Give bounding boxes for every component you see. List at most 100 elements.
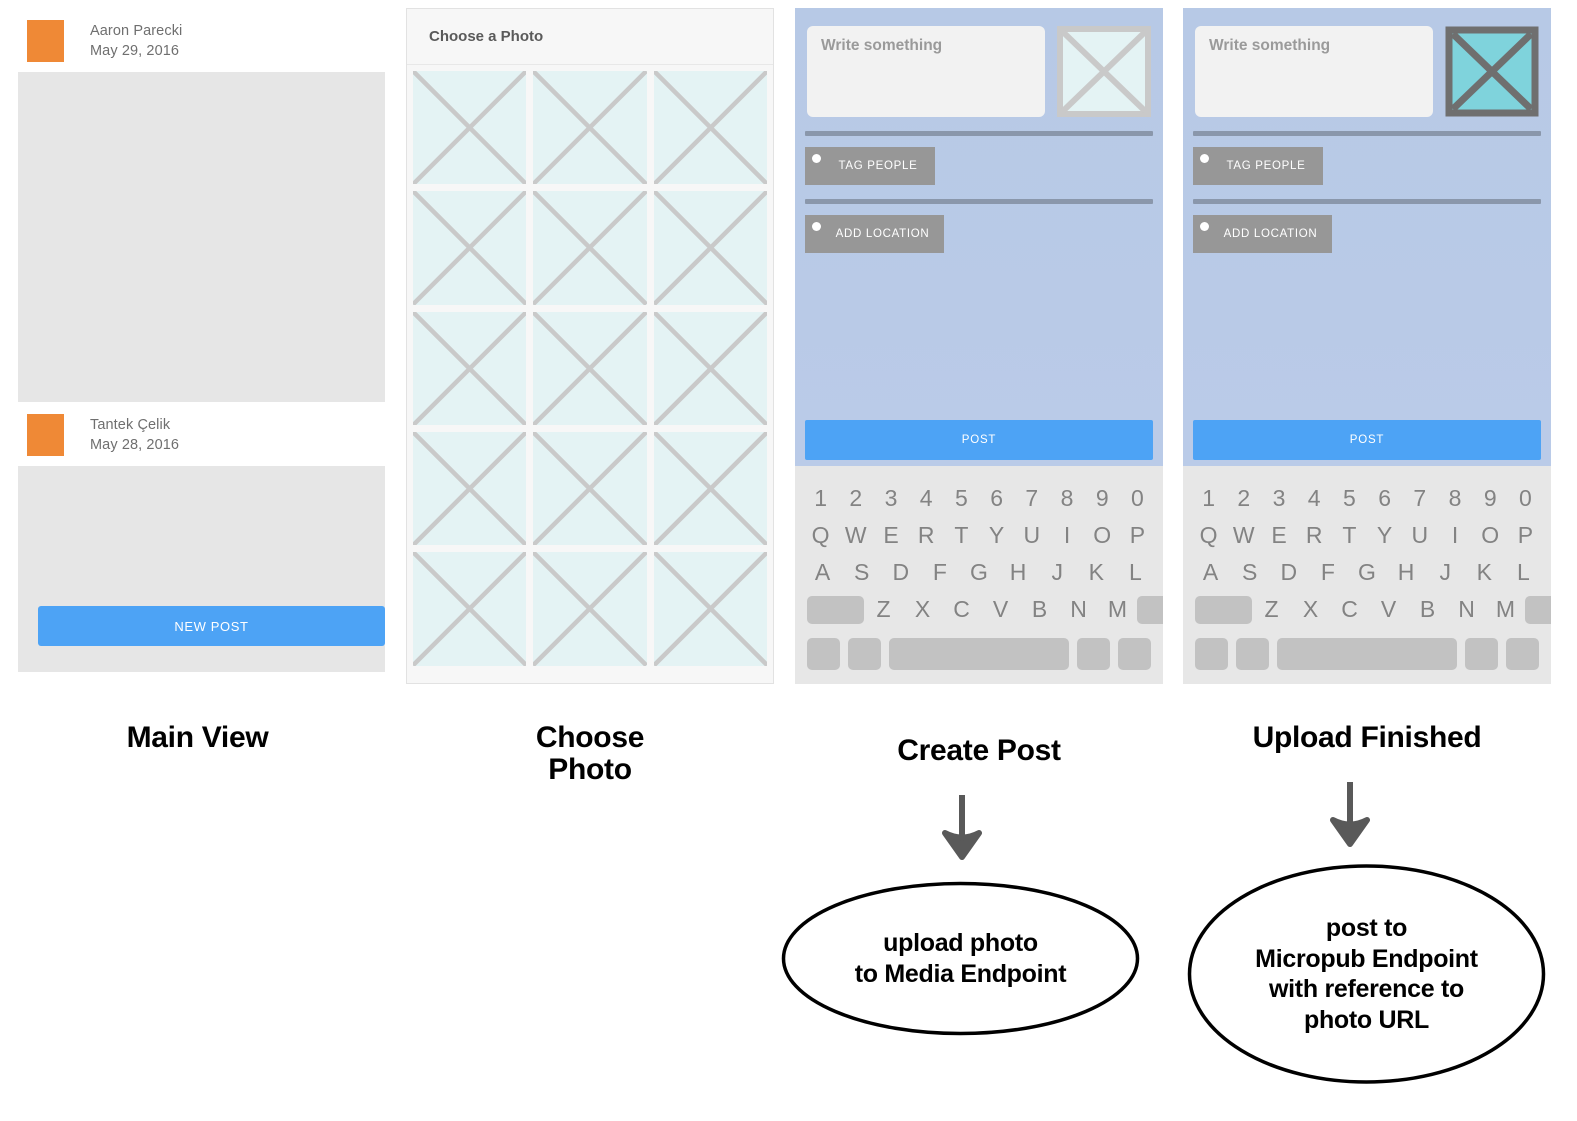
keyboard-key-Q[interactable]: Q bbox=[1199, 522, 1218, 548]
post-button[interactable]: POST bbox=[1193, 420, 1541, 460]
keyboard-key-S[interactable]: S bbox=[853, 559, 870, 585]
photo-grid-cell[interactable] bbox=[653, 71, 767, 185]
period-key[interactable] bbox=[1077, 638, 1110, 670]
add-location-button[interactable]: ADD LOCATION bbox=[1193, 215, 1332, 253]
keyboard-key-P[interactable]: P bbox=[1517, 522, 1534, 548]
return-key[interactable] bbox=[1506, 638, 1539, 670]
photo-grid-cell[interactable] bbox=[653, 552, 767, 666]
keyboard-key-X[interactable]: X bbox=[1302, 596, 1319, 622]
keyboard-key-V[interactable]: V bbox=[992, 596, 1009, 622]
new-post-button[interactable]: NEW POST bbox=[38, 606, 385, 646]
add-location-button[interactable]: ADD LOCATION bbox=[805, 215, 944, 253]
keyboard-key-M[interactable]: M bbox=[1107, 596, 1128, 622]
post-button[interactable]: POST bbox=[805, 420, 1153, 460]
keyboard-key-C[interactable]: C bbox=[1341, 596, 1358, 622]
keyboard-key-5[interactable]: 5 bbox=[1343, 485, 1356, 511]
post-photo-placeholder[interactable] bbox=[18, 72, 385, 402]
return-key[interactable] bbox=[1118, 638, 1151, 670]
keyboard-key-Y[interactable]: Y bbox=[1376, 522, 1393, 548]
keyboard-key-7[interactable]: 7 bbox=[1413, 485, 1427, 511]
keyboard-key-4[interactable]: 4 bbox=[1307, 485, 1321, 511]
keyboard-key-W[interactable]: W bbox=[844, 522, 867, 548]
keyboard-key-R[interactable]: R bbox=[917, 522, 935, 548]
keyboard-key-B[interactable]: B bbox=[1419, 596, 1436, 622]
photo-grid-cell[interactable] bbox=[533, 552, 647, 666]
keyboard-key-3[interactable]: 3 bbox=[1272, 485, 1286, 511]
keyboard-key-0[interactable]: 0 bbox=[1519, 485, 1532, 511]
keyboard-key-F[interactable]: F bbox=[1320, 559, 1335, 585]
keyboard-key-N[interactable]: N bbox=[1458, 596, 1475, 622]
shift-key[interactable] bbox=[807, 595, 864, 624]
keyboard-key-7[interactable]: 7 bbox=[1025, 485, 1039, 511]
space-key[interactable] bbox=[889, 638, 1069, 670]
keyboard-key-2[interactable]: 2 bbox=[849, 485, 863, 511]
numeric-key[interactable] bbox=[1195, 638, 1228, 670]
keyboard-key-L[interactable]: L bbox=[1129, 559, 1142, 585]
keyboard-key-D[interactable]: D bbox=[892, 559, 910, 585]
keyboard-key-A[interactable]: A bbox=[1202, 559, 1219, 585]
keyboard-key-U[interactable]: U bbox=[1023, 522, 1041, 548]
keyboard-key-L[interactable]: L bbox=[1517, 559, 1530, 585]
emoji-key[interactable] bbox=[1236, 638, 1269, 670]
keyboard-key-8[interactable]: 8 bbox=[1448, 485, 1462, 511]
keyboard-key-H[interactable]: H bbox=[1397, 559, 1415, 585]
keyboard-key-V[interactable]: V bbox=[1380, 596, 1397, 622]
keyboard-key-8[interactable]: 8 bbox=[1060, 485, 1074, 511]
keyboard-key-K[interactable]: K bbox=[1088, 559, 1104, 585]
keyboard-key-0[interactable]: 0 bbox=[1131, 485, 1144, 511]
keyboard-key-E[interactable]: E bbox=[1271, 522, 1287, 548]
tag-people-button[interactable]: TAG PEOPLE bbox=[1193, 147, 1323, 185]
space-key[interactable] bbox=[1277, 638, 1457, 670]
keyboard-key-4[interactable]: 4 bbox=[919, 485, 933, 511]
keyboard-key-2[interactable]: 2 bbox=[1237, 485, 1251, 511]
keyboard-key-6[interactable]: 6 bbox=[1378, 485, 1391, 511]
keyboard-key-O[interactable]: O bbox=[1093, 522, 1112, 548]
keyboard-key-5[interactable]: 5 bbox=[955, 485, 968, 511]
keyboard-key-W[interactable]: W bbox=[1232, 522, 1255, 548]
keyboard-key-U[interactable]: U bbox=[1411, 522, 1429, 548]
photo-grid-cell[interactable] bbox=[413, 552, 527, 666]
keyboard-key-A[interactable]: A bbox=[814, 559, 831, 585]
photo-grid-cell[interactable] bbox=[413, 191, 527, 305]
keyboard-key-1[interactable]: 1 bbox=[1202, 485, 1215, 511]
photo-grid-cell[interactable] bbox=[533, 432, 647, 546]
period-key[interactable] bbox=[1465, 638, 1498, 670]
keyboard-key-R[interactable]: R bbox=[1305, 522, 1323, 548]
keyboard-key-P[interactable]: P bbox=[1129, 522, 1146, 548]
emoji-key[interactable] bbox=[848, 638, 881, 670]
keyboard-key-1[interactable]: 1 bbox=[814, 485, 827, 511]
keyboard-key-I[interactable]: I bbox=[1063, 522, 1071, 548]
photo-grid-cell[interactable] bbox=[533, 71, 647, 185]
keyboard-key-9[interactable]: 9 bbox=[1095, 485, 1109, 511]
keyboard-key-6[interactable]: 6 bbox=[990, 485, 1003, 511]
keyboard-key-M[interactable]: M bbox=[1495, 596, 1516, 622]
tag-people-button[interactable]: TAG PEOPLE bbox=[805, 147, 935, 185]
photo-grid-cell[interactable] bbox=[413, 432, 527, 546]
photo-grid-cell[interactable] bbox=[653, 432, 767, 546]
backspace-key[interactable] bbox=[1525, 595, 1551, 624]
backspace-key[interactable] bbox=[1137, 595, 1163, 624]
photo-grid-cell[interactable] bbox=[653, 311, 767, 426]
keyboard-key-K[interactable]: K bbox=[1476, 559, 1492, 585]
photo-grid-cell[interactable] bbox=[533, 311, 647, 426]
keyboard-key-Z[interactable]: Z bbox=[1264, 596, 1279, 622]
keyboard-key-N[interactable]: N bbox=[1070, 596, 1087, 622]
keyboard-key-F[interactable]: F bbox=[932, 559, 947, 585]
keyboard-key-H[interactable]: H bbox=[1009, 559, 1027, 585]
compose-textarea[interactable]: Write something bbox=[807, 26, 1045, 117]
keyboard-key-Y[interactable]: Y bbox=[988, 522, 1005, 548]
keyboard-key-T[interactable]: T bbox=[954, 522, 969, 548]
keyboard-key-Q[interactable]: Q bbox=[811, 522, 830, 548]
keyboard-key-J[interactable]: J bbox=[1051, 559, 1063, 585]
keyboard-key-S[interactable]: S bbox=[1241, 559, 1258, 585]
photo-grid-cell[interactable] bbox=[413, 71, 527, 185]
numeric-key[interactable] bbox=[807, 638, 840, 670]
keyboard-key-C[interactable]: C bbox=[953, 596, 970, 622]
post-photo-placeholder[interactable]: NEW POST bbox=[18, 466, 385, 672]
keyboard-key-T[interactable]: T bbox=[1342, 522, 1357, 548]
keyboard-key-X[interactable]: X bbox=[914, 596, 931, 622]
photo-grid-cell[interactable] bbox=[533, 191, 647, 305]
keyboard-key-J[interactable]: J bbox=[1439, 559, 1451, 585]
keyboard-key-I[interactable]: I bbox=[1451, 522, 1459, 548]
